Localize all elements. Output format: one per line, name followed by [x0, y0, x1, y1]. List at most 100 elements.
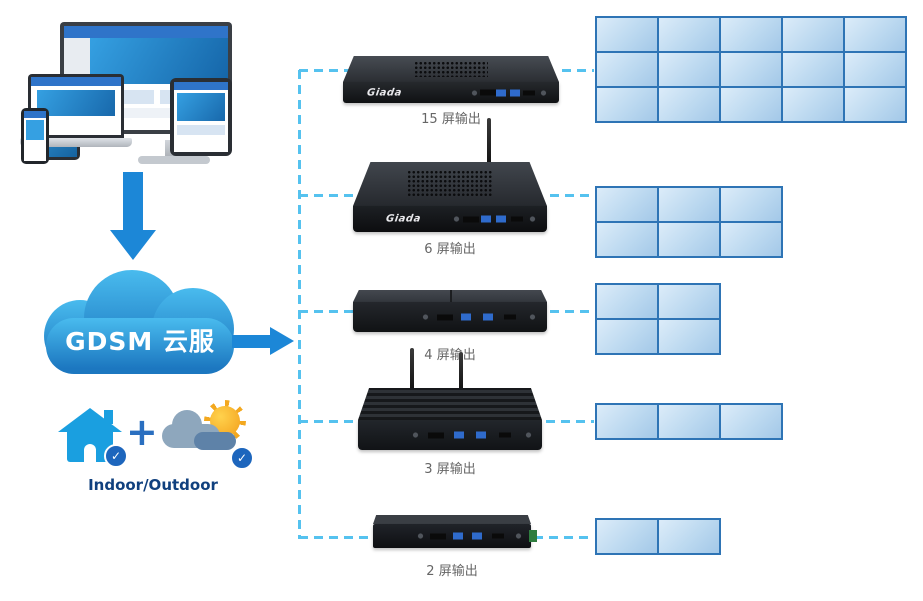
- screen-cell: [659, 405, 719, 438]
- link-line: [550, 310, 594, 313]
- weather-icon: [162, 400, 248, 464]
- player-top-face: [373, 515, 531, 524]
- screen-cell: [783, 88, 843, 121]
- screen-grid-4: [595, 283, 721, 355]
- player-front-face: Giada: [343, 82, 559, 103]
- cloud-shape: [46, 318, 234, 374]
- right-arrow-head: [270, 327, 294, 355]
- check-icon: ✓: [230, 446, 254, 470]
- link-line: [534, 536, 594, 539]
- cloud-label: GDSM 云服: [65, 327, 215, 356]
- screen-cell: [659, 320, 719, 353]
- link-line: [550, 194, 594, 197]
- screen-cell: [721, 223, 781, 256]
- smartphone-screen-hero: [26, 120, 44, 140]
- io-ports: [470, 88, 549, 97]
- screen-cell: [597, 88, 657, 121]
- down-arrow-head: [110, 230, 156, 260]
- io-ports: [420, 312, 538, 322]
- screen-cell: [659, 188, 719, 221]
- player-top-face: [343, 56, 559, 82]
- antenna-icon: [407, 348, 416, 395]
- screen-cell: [597, 320, 657, 353]
- vent-holes: [407, 170, 493, 196]
- screen-grid-2: [595, 518, 721, 555]
- screen-cell: [721, 18, 781, 51]
- screen-cell: [597, 223, 657, 256]
- player-front-face: Giada: [353, 206, 547, 232]
- screen-cell: [721, 405, 781, 438]
- screen-grid-15: [595, 16, 907, 123]
- screen-grid-3: [595, 403, 783, 440]
- screen-cell: [721, 53, 781, 86]
- player-front-face: [353, 302, 547, 332]
- check-icon: ✓: [104, 444, 128, 468]
- monitor-stand-base: [138, 156, 210, 164]
- screen-cell: [659, 520, 719, 553]
- io-ports: [411, 430, 533, 440]
- screen-cell: [659, 285, 719, 318]
- client-devices-illustration: [20, 16, 238, 168]
- player-top-face: [353, 290, 547, 302]
- antenna-icon: [484, 118, 493, 169]
- indoor-outdoor-block: ✓ + ✓ Indoor/Outdoor: [46, 398, 260, 504]
- screen-cell: [659, 88, 719, 121]
- monitor-screen-card: [94, 108, 220, 118]
- tablet-screen-card: [177, 125, 225, 135]
- house-door: [84, 444, 96, 462]
- giada-logo: Giada: [365, 87, 403, 98]
- device-label: 3 屏输出: [424, 462, 476, 477]
- screen-cell: [659, 18, 719, 51]
- house-chimney: [104, 410, 113, 424]
- laptop-screen-navbar: [31, 77, 121, 86]
- screen-cell: [845, 53, 905, 86]
- link-line: [562, 69, 594, 72]
- house-icon: [58, 408, 122, 464]
- right-arrow-icon: [232, 327, 294, 356]
- down-arrow-icon: [110, 172, 156, 260]
- device-label: 4 屏输出: [424, 348, 476, 363]
- laptop-screen-content: [31, 77, 121, 135]
- screen-cell: [597, 520, 657, 553]
- screen-cell: [597, 53, 657, 86]
- player-top-face: [353, 162, 547, 206]
- branch-line: [299, 536, 383, 539]
- antenna-icon: [457, 352, 466, 395]
- screen-grid-6: [595, 186, 783, 258]
- laptop-screen-hero: [37, 90, 115, 116]
- io-ports: [415, 531, 524, 541]
- screen-cell: [597, 405, 657, 438]
- screen-cell: [597, 188, 657, 221]
- tablet: [170, 78, 232, 156]
- screen-cell: [783, 53, 843, 86]
- laptop-keyboard: [20, 138, 132, 147]
- io-ports: [451, 214, 538, 224]
- down-arrow-shaft: [123, 172, 143, 230]
- player-15-screen-output: Giada: [343, 56, 559, 103]
- screen-cell: [597, 285, 657, 318]
- branch-line: [299, 420, 369, 423]
- vent-holes: [414, 61, 488, 77]
- indoor-outdoor-label: Indoor/Outdoor: [88, 476, 218, 494]
- monitor-screen-navbar: [64, 26, 228, 38]
- tablet-screen: [174, 82, 228, 152]
- device-label: 2 屏输出: [426, 564, 478, 579]
- right-arrow-shaft: [232, 335, 270, 348]
- trunk-line: [298, 70, 301, 539]
- gdsm-cloud: GDSM 云服: [40, 266, 240, 380]
- smartphone-screen-navbar: [24, 111, 46, 118]
- screen-cell: [659, 53, 719, 86]
- screen-cell: [845, 88, 905, 121]
- player-front-face: [373, 524, 537, 548]
- screen-cell: [659, 223, 719, 256]
- screen-cell: [721, 188, 781, 221]
- screen-cell: [721, 88, 781, 121]
- device-label: 15 屏输出: [421, 112, 481, 127]
- player-top-face: [358, 388, 542, 420]
- branch-line: [299, 69, 357, 72]
- device-label: 6 屏输出: [424, 242, 476, 257]
- link-line: [546, 420, 594, 423]
- smartphone: [21, 108, 49, 164]
- player-3-screen-output: [358, 348, 542, 450]
